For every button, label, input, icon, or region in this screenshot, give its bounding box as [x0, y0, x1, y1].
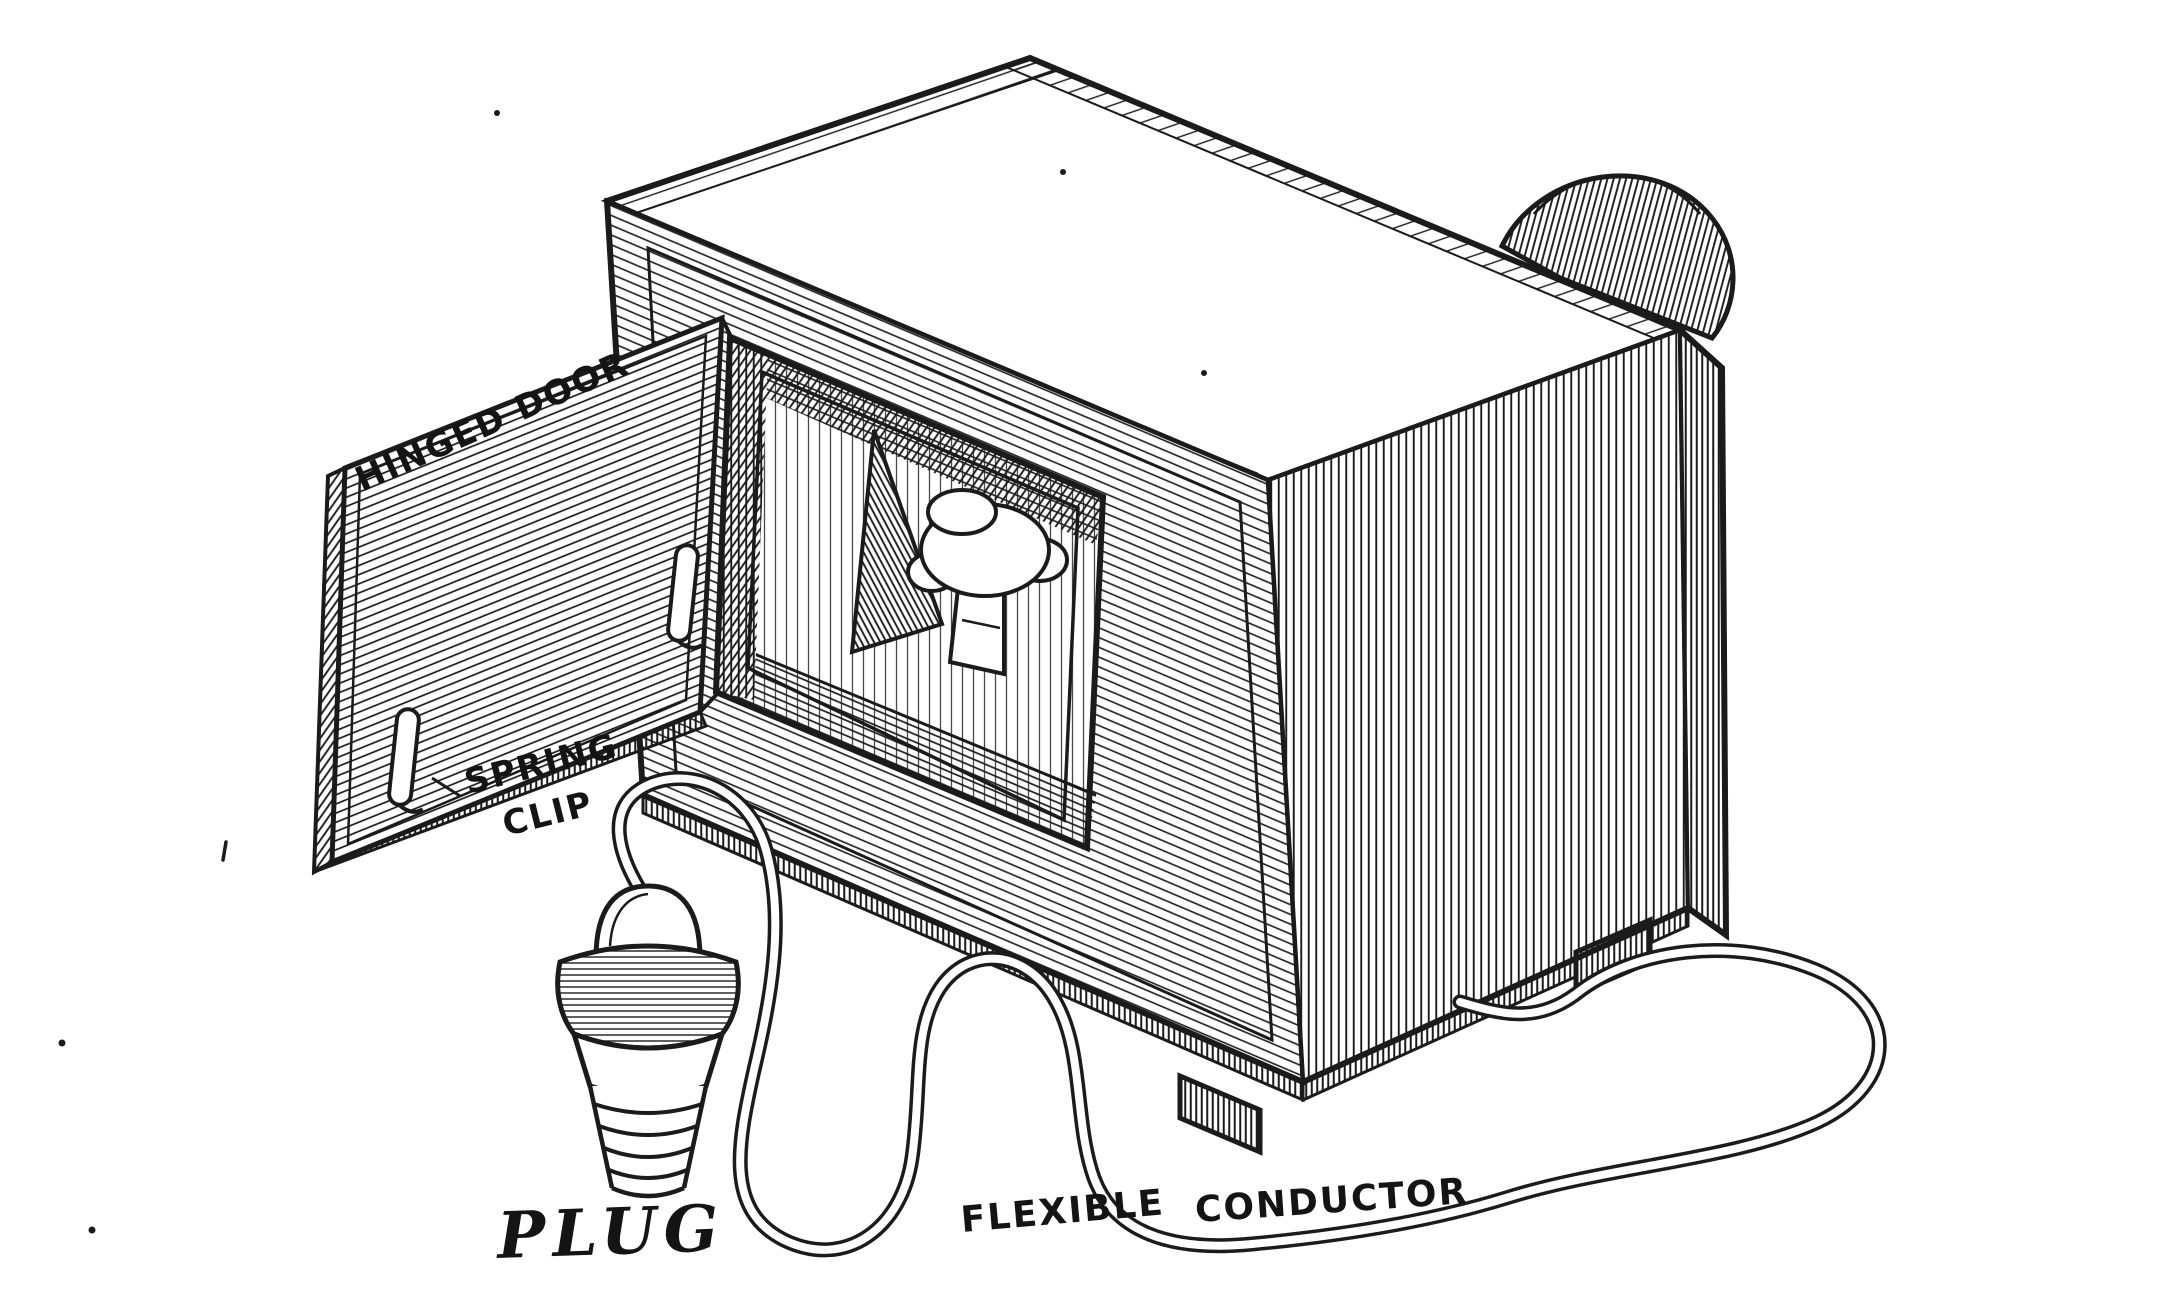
- lamp-housing-box: [600, 54, 1730, 1156]
- spring-clip-leader-line: [431, 776, 461, 798]
- lamp-socket: [906, 488, 1069, 677]
- box-outline: [603, 54, 1730, 1086]
- flexible-conductor-cord: [611, 771, 1887, 1258]
- box-right-face: [1265, 326, 1691, 1086]
- ink-specks: [58, 110, 1207, 1234]
- hinged-door: [311, 314, 735, 876]
- spring-clip-lower: [387, 707, 424, 814]
- box-back-edge-strip: [1677, 325, 1729, 939]
- plug: [555, 883, 741, 1199]
- plug-label: PLUG: [494, 1191, 727, 1274]
- box-foot-front: [1177, 1072, 1263, 1156]
- lens-barrel: [1498, 173, 1736, 341]
- door-opening: [712, 333, 1107, 853]
- spring-clip-upper: [666, 543, 703, 650]
- plug-screw-threads: [587, 1085, 709, 1199]
- reflector-cone: [849, 429, 945, 655]
